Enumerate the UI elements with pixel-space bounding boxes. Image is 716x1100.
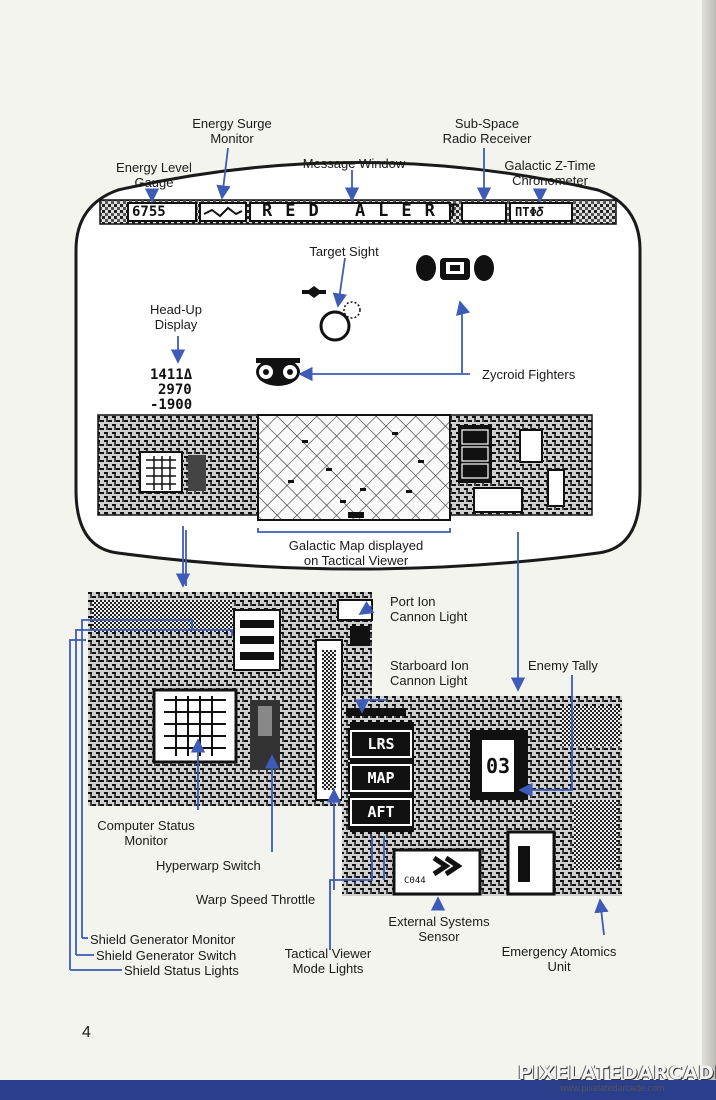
label-enemy-tally: Enemy Tally	[528, 658, 598, 673]
brand-bar	[0, 1080, 716, 1100]
label-target-sight: Target Sight	[309, 244, 379, 259]
label-shield-generator-monitor: Shield Generator Monitor	[90, 932, 236, 947]
hud-line: -1900	[150, 397, 193, 413]
chronometer-readout: ΠΤΦ𝛿	[515, 205, 544, 219]
label-hyperwarp-switch: Hyperwarp Switch	[156, 858, 261, 873]
label-shield-generator-switch: Shield Generator Switch	[96, 948, 237, 963]
zycroid-fighter-large	[416, 255, 494, 281]
page-edge	[702, 0, 716, 1100]
hud-line: 1411Δ	[150, 367, 193, 383]
hud-line: 2970	[158, 382, 192, 398]
page-number: 4	[82, 1024, 91, 1041]
label-warp-speed-throttle: Warp Speed Throttle	[196, 892, 316, 907]
label-shield-status-lights: Shield Status Lights	[124, 963, 239, 978]
zycroid-fighter-near	[256, 358, 300, 386]
label-message-window: Message Window	[302, 156, 406, 171]
map-mode-light: MAP	[348, 762, 414, 794]
sensor-code: C044	[404, 876, 426, 886]
zycroid-fighter-small	[302, 286, 326, 298]
energy-level-readout: 6755	[132, 204, 166, 220]
brand-logo: PIXELATEDARCADE	[518, 1062, 716, 1084]
message-window-text: RED ALERT	[262, 201, 472, 221]
enemy-tally-display: 03	[480, 738, 516, 794]
lrs-mode-light: LRS	[348, 728, 414, 760]
label-zycroid-fighters: Zycroid Fighters	[482, 367, 576, 382]
aft-mode-light: AFT	[348, 796, 414, 828]
brand-url: www.pixelatedarcade.com	[560, 1083, 665, 1093]
